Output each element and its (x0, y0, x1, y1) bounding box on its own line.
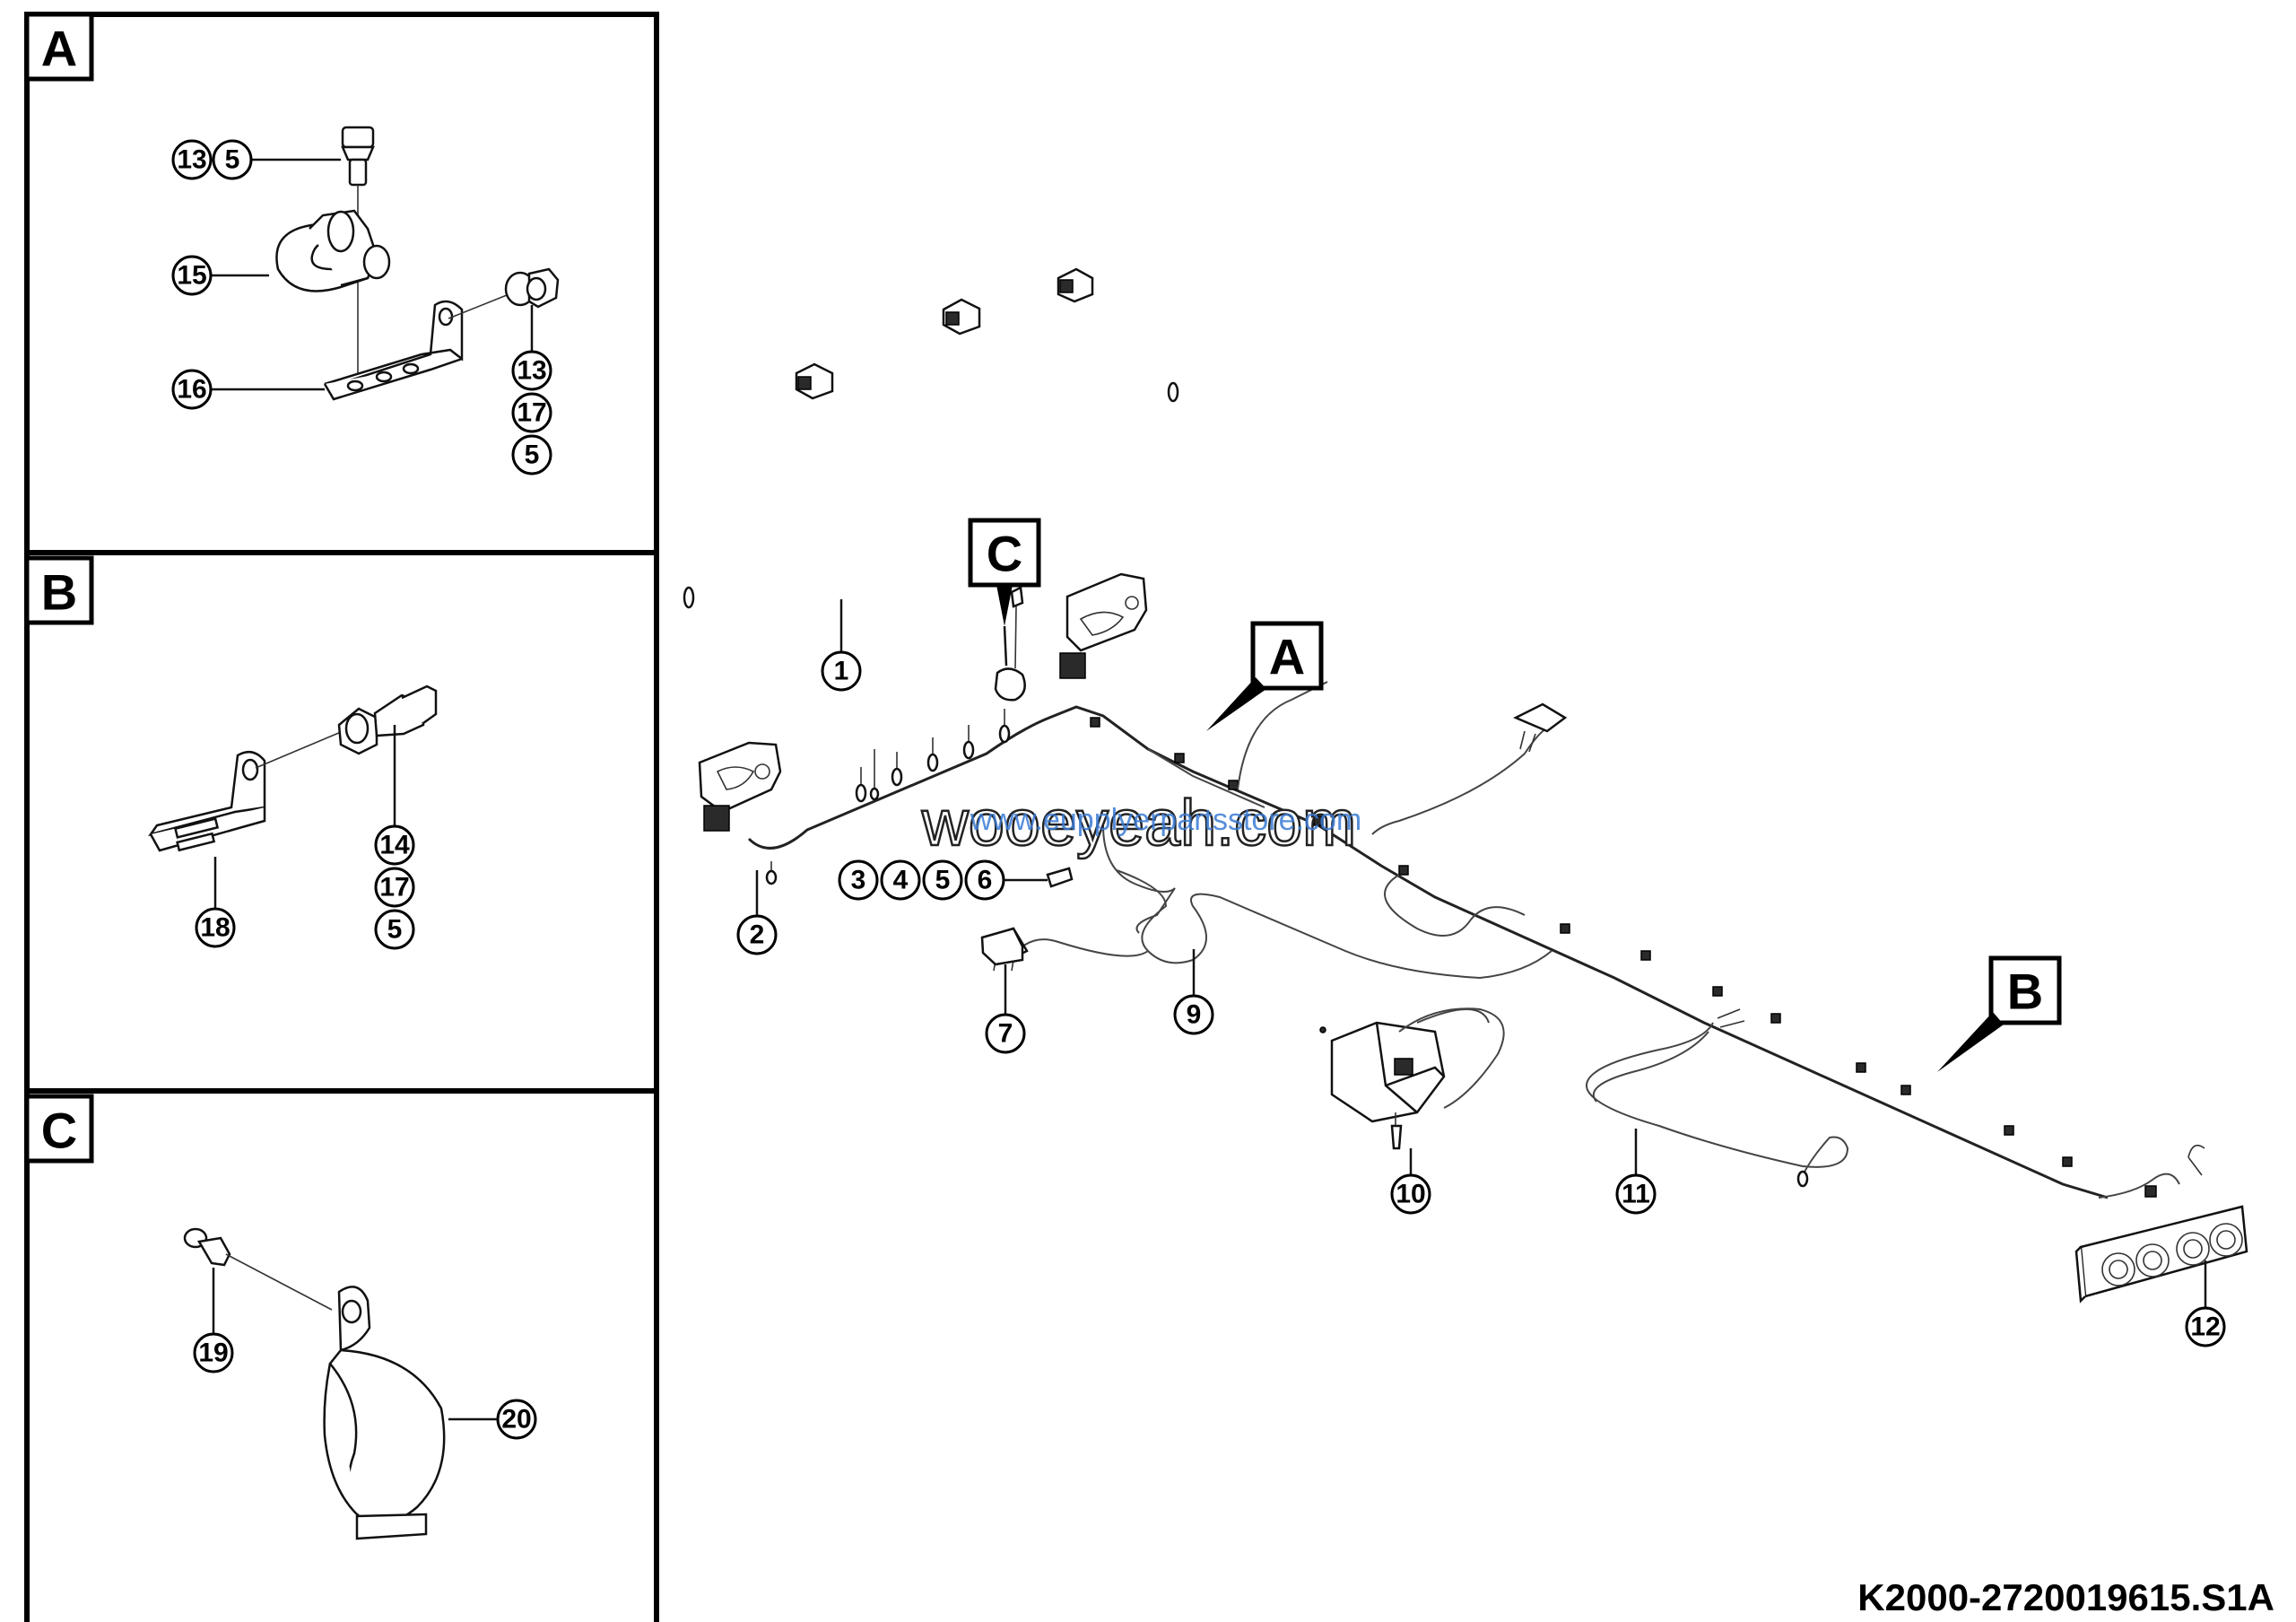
watermark-sub: www.eupplyerpartsstore.com (970, 803, 1362, 837)
bolt-part-b (337, 685, 438, 755)
callout-m-2: 2 (750, 920, 765, 950)
main-wiring-assembly: C A B 1 2 3 4 5 6 7 9 10 11 (683, 267, 2248, 1347)
nut-part-a (504, 267, 560, 309)
bracket-part-16 (323, 300, 464, 401)
harness-loop-11 (1586, 1008, 1849, 1188)
panel-c-tag (24, 1094, 94, 1164)
detail-marker-a: A (1206, 621, 1324, 731)
callout-m-1: 1 (834, 657, 849, 686)
bolt-part-a (341, 126, 375, 187)
sensor-part-7 (980, 927, 1024, 966)
control-box-left (698, 741, 782, 832)
clamp-part-20 (323, 1286, 446, 1540)
callout-c-19: 19 (198, 1339, 228, 1368)
callout-m-7: 7 (998, 1019, 1013, 1049)
panel-c-letter: C (41, 1103, 77, 1159)
callout-m-5: 5 (935, 866, 951, 895)
callout-b-14: 14 (379, 831, 410, 860)
panel-b-letter: B (41, 564, 77, 621)
detail-marker-c: C (968, 518, 1041, 667)
callout-m-4: 4 (893, 866, 909, 895)
connector-near-c (994, 586, 1026, 702)
control-unit-10 (1319, 1007, 1505, 1150)
panel-a-tag (24, 12, 94, 82)
panel-b-tag (24, 555, 94, 625)
callout-m-11: 11 (1622, 1180, 1650, 1209)
callout-m-12: 12 (2190, 1312, 2220, 1342)
trunk-connectors (1090, 717, 2073, 1167)
callout-a-5b: 5 (525, 440, 540, 470)
bracket-part-18 (148, 750, 266, 852)
callout-b-17: 17 (379, 873, 409, 903)
drawing-code: K2000-2720019615.S1A (1857, 1576, 2274, 1618)
callout-m-3: 3 (851, 866, 866, 895)
detail-marker-a-letter: A (1269, 629, 1305, 685)
callout-a-16: 16 (177, 375, 206, 405)
callout-m-10: 10 (1396, 1180, 1425, 1209)
detail-marker-c-letter: C (987, 526, 1022, 582)
detail-panel-b: B 18 14 17 5 (24, 550, 659, 1094)
callout-m-6: 6 (978, 866, 993, 895)
loose-connectors (683, 267, 1179, 609)
callout-a-13: 13 (177, 145, 206, 175)
callout-b-5: 5 (387, 915, 403, 945)
control-box-upper (1059, 572, 1148, 679)
panel-a-letter: A (41, 21, 77, 77)
callout-c-20: 20 (501, 1405, 531, 1435)
callout-b-18: 18 (200, 913, 230, 943)
watermark-main: wooeyeah.com (921, 788, 1356, 859)
detail-marker-b: B (1937, 955, 2062, 1072)
callout-a-13b: 13 (517, 356, 546, 386)
detail-marker-b-letter: B (2007, 964, 2043, 1020)
screw-part-19 (183, 1227, 231, 1267)
detail-panel-a: A (24, 12, 659, 555)
clamp-part-15 (275, 209, 391, 292)
callout-a-15: 15 (177, 261, 206, 291)
callout-a-17: 17 (517, 398, 546, 428)
trunk-clips (765, 709, 1011, 885)
callout-m-9: 9 (1187, 1000, 1202, 1030)
light-cluster-12 (2074, 1144, 2248, 1304)
callout-a-5: 5 (225, 145, 240, 175)
detail-panel-c: C 19 20 (24, 1088, 659, 1622)
